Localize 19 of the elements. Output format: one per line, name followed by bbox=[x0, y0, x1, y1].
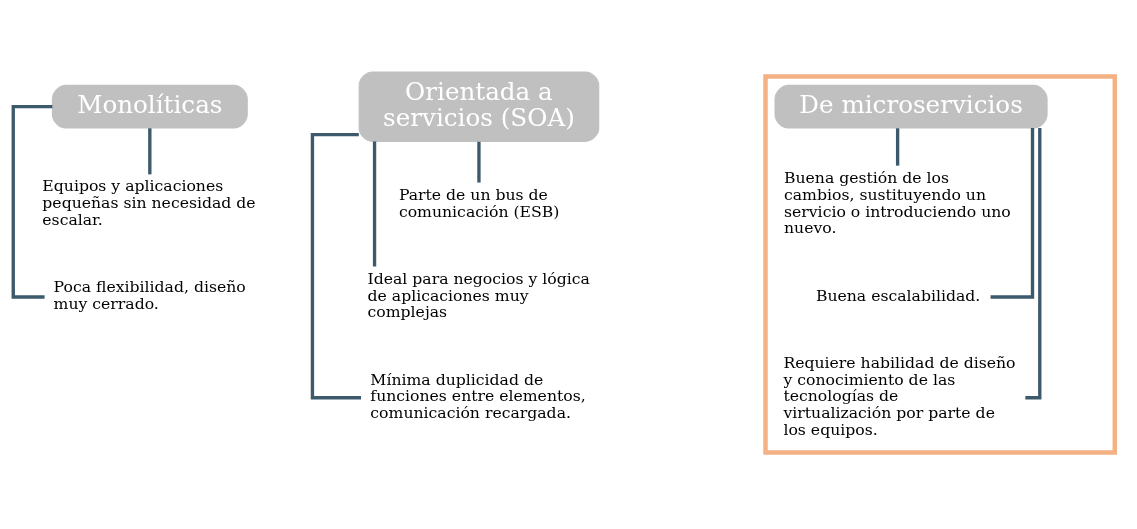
connector bbox=[310, 132, 362, 400]
node-box: Monolíticas bbox=[51, 84, 248, 129]
node-box: De microservicios bbox=[774, 84, 1048, 129]
connector bbox=[990, 128, 1035, 299]
node-text: Buena gestión de los cambios, sustituyendo un servicio o introduciendo uno nuevo. bbox=[783, 168, 1011, 238]
connector bbox=[148, 128, 152, 175]
node-text: Mínima duplicidad de funciones entre elementos, comunicación recargada. bbox=[370, 369, 586, 423]
node-text: Buena escalabilidad. bbox=[815, 285, 981, 305]
connector bbox=[11, 104, 53, 299]
node-text: Ideal para negocios y lógica de aplicaciones muy complejas bbox=[367, 268, 590, 322]
connector bbox=[895, 128, 900, 166]
connector bbox=[372, 141, 377, 267]
node-text: Parte de un bus de comunicación (ESB) bbox=[398, 184, 560, 221]
node-text: Requiere habilidad de diseño y conocimiento de las tecnologías de virtualización por parte de los equipos. bbox=[783, 352, 1016, 439]
node-text: Equipos y aplicaciones pequeñas sin necesidad de escalar. bbox=[42, 176, 256, 229]
cluster bbox=[763, 74, 1118, 455]
connector bbox=[477, 141, 481, 183]
node-box: Orientada a servicios (SOA) bbox=[358, 71, 600, 142]
node-text: Poca flexibilidad, diseño muy cerrado. bbox=[53, 277, 246, 313]
